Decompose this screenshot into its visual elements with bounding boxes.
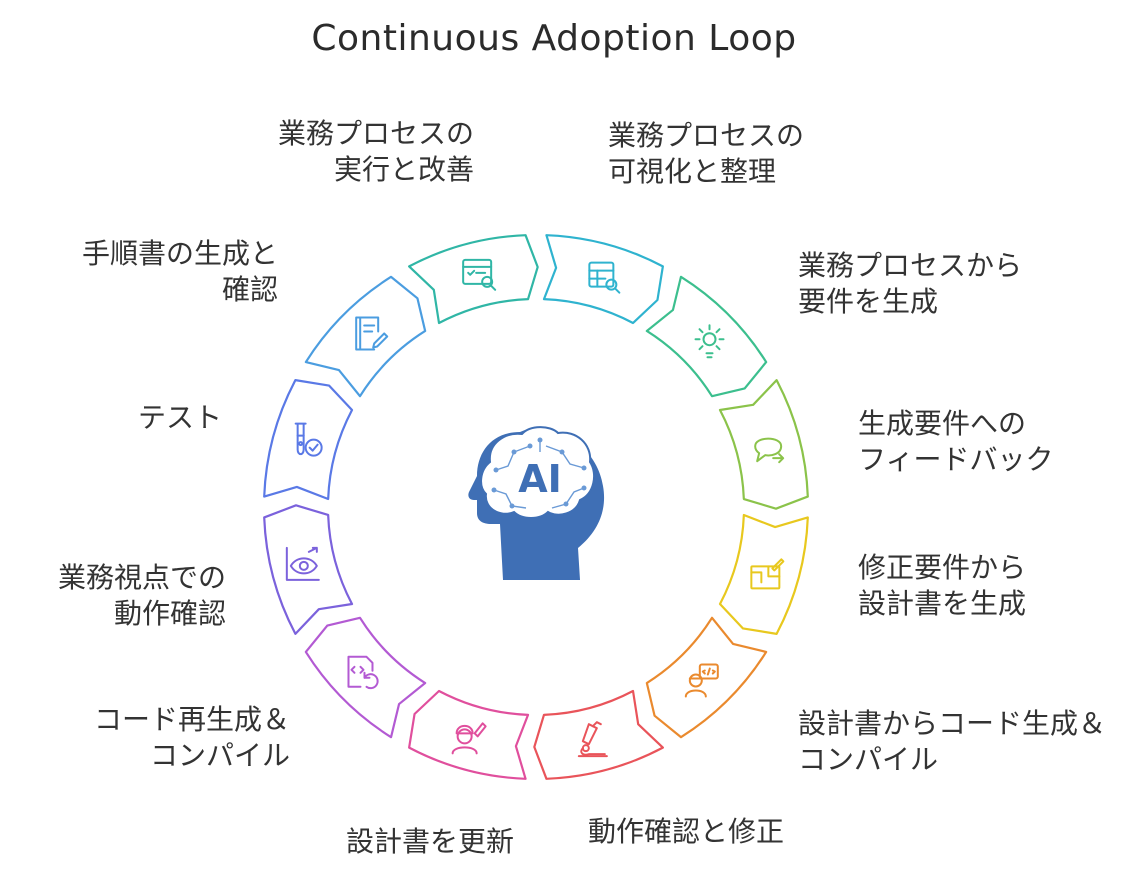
- code-file-refresh-icon: [347, 655, 379, 690]
- engineer-pencil-icon: [451, 722, 487, 755]
- step-label-5: 設計書からコード生成＆コンパイル: [798, 707, 1107, 776]
- step-label-8: コード再生成＆コンパイル: [93, 703, 290, 772]
- step-label-12: 業務プロセスの実行と改善: [277, 117, 474, 186]
- ring-segment-9: [263, 504, 354, 635]
- step-label-11: 手順書の生成と確認: [81, 237, 278, 306]
- step-label-1: 業務プロセスの可視化と整理: [608, 119, 805, 188]
- ring-segment-11: [304, 275, 427, 398]
- browser-search-icon: [462, 258, 497, 291]
- ring-segment-3: [718, 379, 809, 510]
- table-search-icon: [588, 261, 621, 294]
- blueprint-pencil-icon: [750, 558, 785, 590]
- ring-segment-5: [645, 616, 768, 739]
- ring-segment-6: [533, 689, 664, 780]
- test-tube-check-icon: [294, 422, 323, 457]
- step-label-10: テスト: [137, 401, 222, 434]
- ai-brain-head-icon: AI: [468, 426, 605, 580]
- step-label-6: 動作確認と修正: [588, 815, 785, 848]
- step-label-9: 業務視点での動作確認: [57, 561, 226, 630]
- ring-segment-7: [408, 689, 530, 780]
- ring-segment-4: [718, 513, 809, 635]
- ring-segment-10: [263, 379, 354, 501]
- gear-bulb-icon: [694, 324, 725, 359]
- diagram-title: Continuous Adoption Loop: [311, 18, 797, 59]
- notebook-pencil-icon: [355, 316, 389, 351]
- ring-segment-12: [408, 234, 539, 325]
- step-label-3: 生成要件へのフィードバック: [858, 407, 1054, 476]
- ring-segment-2: [645, 275, 768, 398]
- developer-code-icon: [684, 663, 719, 698]
- eye-chart-icon: [285, 546, 320, 581]
- step-label-7: 設計書を更新: [345, 825, 514, 858]
- center-ai-label: AI: [518, 457, 562, 501]
- microscope-icon: [577, 721, 608, 758]
- speech-bubble-arrow-icon: [754, 437, 785, 464]
- step-label-2: 業務プロセスから要件を生成: [798, 249, 1023, 318]
- step-label-4: 修正要件から設計書を生成: [858, 551, 1027, 620]
